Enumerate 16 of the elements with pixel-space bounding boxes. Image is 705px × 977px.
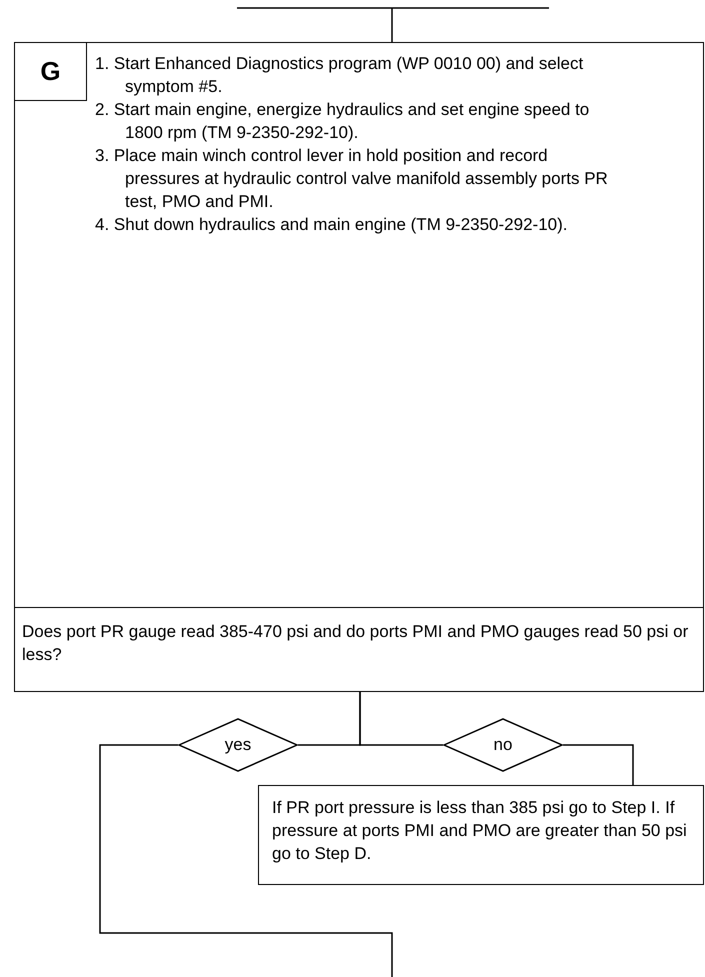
step-letter-box: G [15,43,87,101]
step-text: 2. Start main engine, energize hydraulics and set engine speed to 1800 rpm (TM 9-2350-292-10). [95,99,590,144]
connector-line [359,692,443,746]
connector-line [563,744,634,785]
question-box [14,607,704,692]
result-box [258,785,704,885]
step-text: 1. Start Enhanced Diagnostics program (WP 0010 00) and select symptom #5. [95,53,584,98]
question-text: Does port PR gauge read 385-470 psi and do ports PMI and PMO gauges read 50 psi or less? [22,621,690,666]
result-text: If PR port pressure is less than 385 psi go to Step I. If pressure at ports PMI and PMO are greater than 50 psi go to Step D. [272,797,688,865]
connector-line [391,8,393,42]
connector-line [99,744,393,977]
decision-label: no [494,734,512,756]
step-text: 3. Place main winch control lever in hold position and record pressures at hydraulic control valve manifold assembly ports PR test, PMO and PMI. [95,145,609,213]
step-text: 4. Shut down hydraulics and main engine (TM 9-2350-292-10). [95,214,568,236]
decision-label: yes [224,734,252,756]
steps-box [14,42,704,608]
